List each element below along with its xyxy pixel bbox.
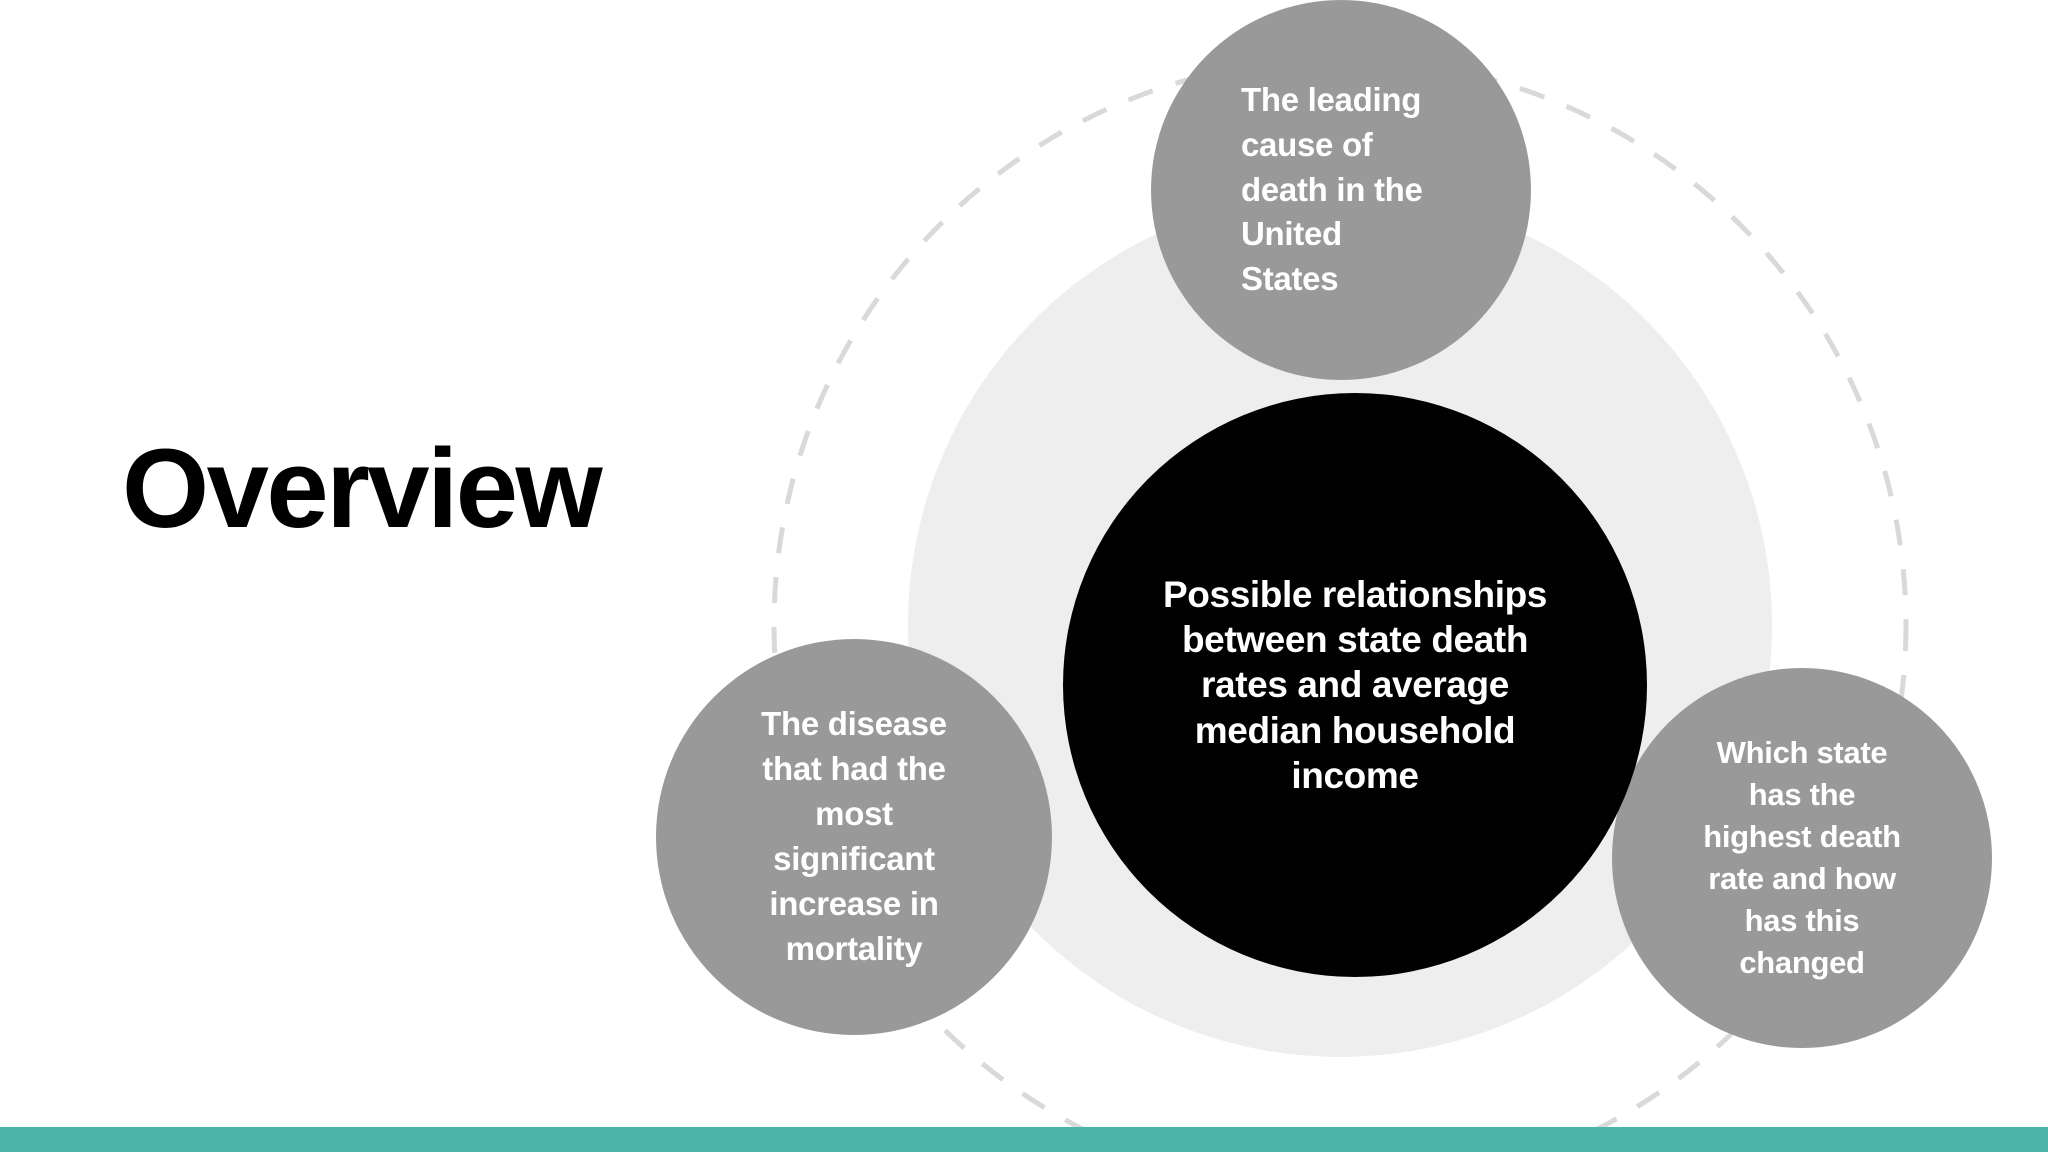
diagram-node-right[interactable]: Which state has the highest death rate a… (1612, 668, 1992, 1048)
page-title: Overview (122, 426, 603, 552)
diagram-node-top-label: The leading cause of death in the United… (1241, 80, 1423, 298)
diagram-center-node-label: Possible relationships between state dea… (1163, 574, 1547, 796)
bottom-accent-bar (0, 1127, 2048, 1152)
diagram-node-left[interactable]: The disease that had the most significan… (656, 639, 1052, 1035)
diagram-node-top[interactable]: The leading cause of death in the United… (1151, 0, 1531, 380)
diagram-node-left-label: The disease that had the most significan… (761, 705, 947, 967)
diagram-node-right-label: Which state has the highest death rate a… (1703, 734, 1901, 981)
diagram-center-node[interactable]: Possible relationships between state dea… (1063, 393, 1647, 977)
